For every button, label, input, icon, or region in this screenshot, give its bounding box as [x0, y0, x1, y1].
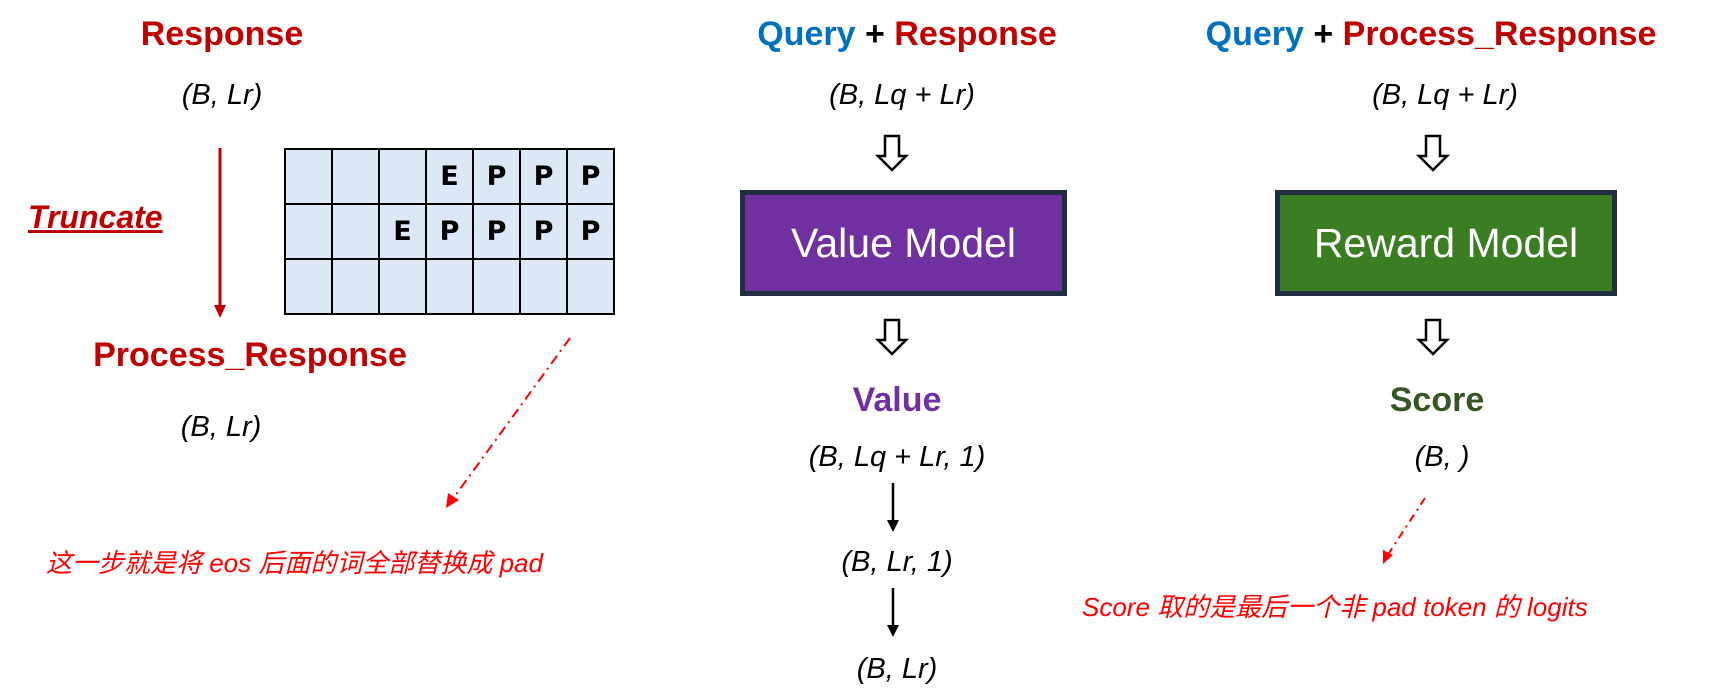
plus-label: + [1313, 15, 1334, 53]
token-cell [378, 148, 427, 205]
token-cell: P [566, 148, 615, 205]
process-response-shape: (B, Lr) [180, 411, 262, 443]
value-output-title: Value [852, 381, 942, 419]
token-cell [519, 258, 568, 315]
score-note-arrow [1383, 497, 1426, 564]
truncate-arrow [214, 148, 226, 318]
value-model-box: Value Model [740, 190, 1067, 296]
process-response-title: Process_Response [93, 336, 407, 374]
token-cell [378, 258, 427, 315]
token-cell: E [378, 203, 427, 260]
token-cell [472, 258, 521, 315]
token-cell [566, 258, 615, 315]
token-cell: P [519, 148, 568, 205]
value-input-title: Query + Response [757, 14, 1057, 54]
reward-input-arrow [1415, 134, 1451, 172]
reward-input-title: Query + Process_Response [1206, 14, 1657, 54]
value-shape-final: (B, Lr) [856, 653, 938, 685]
plus-label: + [864, 15, 885, 53]
value-model-label: Value Model [791, 219, 1016, 266]
process-response-label: Process_Response [1342, 15, 1657, 53]
value-squeeze-arrow [887, 588, 899, 637]
response-label: Response [894, 15, 1057, 53]
query-label: Query [1205, 15, 1304, 53]
token-cell: P [566, 203, 615, 260]
score-title: Score [1389, 381, 1485, 419]
token-cell [331, 203, 380, 260]
reward-model-box: Reward Model [1275, 190, 1617, 296]
token-cell: P [472, 203, 521, 260]
value-shape-response: (B, Lr, 1) [841, 546, 953, 578]
reward-model-label: Reward Model [1313, 219, 1579, 266]
token-cell [284, 148, 333, 205]
score-shape: (B, ) [1414, 441, 1470, 473]
reward-input-shape: (B, Lq + Lr) [1372, 79, 1518, 111]
value-input-shape: (B, Lq + Lr) [829, 79, 975, 111]
token-cell: P [472, 148, 521, 205]
response-title: Response [140, 15, 304, 53]
eos-note-arrow [446, 337, 571, 508]
token-cell: E [425, 148, 474, 205]
token-cell [425, 258, 474, 315]
value-output-arrow [874, 318, 910, 356]
token-cell [284, 203, 333, 260]
truncate-label: Truncate [28, 199, 163, 235]
token-cell: P [519, 203, 568, 260]
value-shape-full: (B, Lq + Lr, 1) [808, 441, 986, 473]
value-input-arrow [874, 134, 910, 172]
token-cell [284, 258, 333, 315]
value-slice-arrow [887, 483, 899, 532]
reward-output-arrow [1415, 318, 1451, 356]
token-grid-row [284, 258, 615, 315]
token-cell [331, 258, 380, 315]
score-note: Score 取的是最后一个非 pad token 的 logits [1082, 592, 1588, 622]
token-cell: P [425, 203, 474, 260]
eos-note: 这一步就是将 eos 后面的词全部替换成 pad [46, 548, 543, 578]
response-shape: (B, Lr) [181, 79, 263, 111]
token-cell [331, 148, 380, 205]
query-label: Query [757, 15, 856, 53]
